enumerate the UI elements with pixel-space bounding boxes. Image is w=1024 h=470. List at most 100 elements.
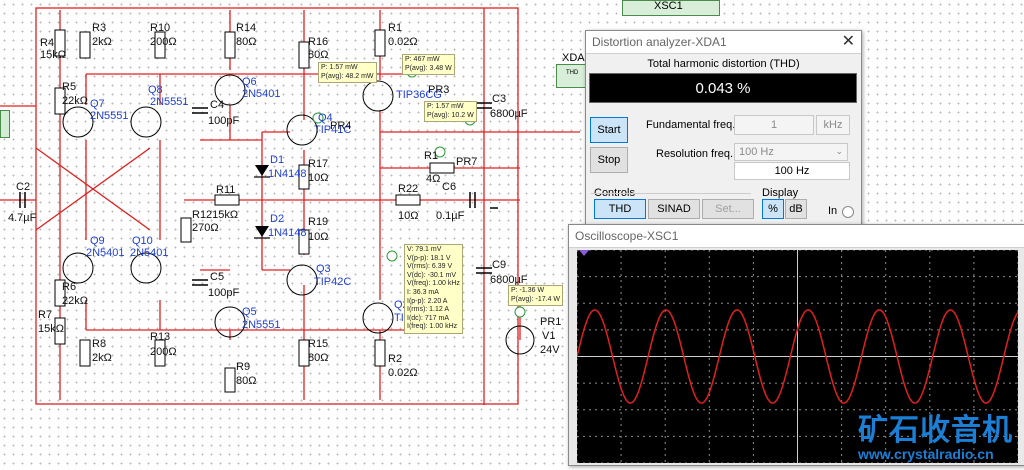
in-terminal-icon[interactable] [842, 206, 854, 218]
fundamental-freq-label: Fundamental freq. [646, 119, 736, 131]
r9-label: R9 [236, 361, 250, 373]
r19-label: R19 [308, 216, 328, 228]
v1-value: 24V [540, 344, 560, 356]
distortion-title: Distortion analyzer-XDA1 [592, 35, 727, 49]
r22-value: 10Ω [398, 210, 418, 222]
r22-label: R22 [398, 183, 418, 195]
q7-label: Q7 [90, 98, 105, 110]
q4-label: Q4 [318, 112, 333, 124]
r9-value: 80Ω [236, 375, 256, 387]
r8-value: 2kΩ [92, 352, 112, 364]
thd-mode-button[interactable]: THD [594, 199, 646, 219]
r10-label: R10 [150, 22, 170, 34]
r2-label: R2 [388, 353, 402, 365]
r1-label: R1 [388, 22, 402, 34]
r14-label: R14 [236, 22, 256, 34]
r6-label: R6 [62, 281, 76, 293]
chevron-down-icon: ⌄ [835, 146, 843, 156]
r16-value: 80Ω [308, 49, 328, 61]
q2-type: TI [394, 312, 404, 324]
trigger-marker-icon[interactable] [579, 250, 589, 256]
q4-type: TIP41C [314, 124, 351, 136]
c4-label: C4 [210, 99, 224, 111]
r14-value: 80Ω [236, 36, 256, 48]
start-button[interactable]: Start [590, 117, 628, 143]
d1-type: 1N4148 [268, 168, 307, 180]
r15-value: 80Ω [308, 352, 328, 364]
c9-label: C9 [492, 259, 506, 271]
resolution-freq-label: Resolution freq. [656, 148, 734, 160]
off-screen-instrument [0, 110, 10, 138]
q3-type: TIP42C [314, 276, 351, 288]
q5-label: Q5 [242, 306, 257, 318]
r13-label: R13 [150, 331, 170, 343]
r10-value: 200Ω [150, 36, 177, 48]
fundamental-freq-input[interactable]: 1 [734, 115, 814, 135]
r8-label: R8 [92, 338, 106, 350]
r13-value: 200Ω [150, 346, 177, 358]
resolution-freq-select[interactable]: 100 Hz ⌄ [734, 143, 848, 161]
oscilloscope-title: Oscilloscope-XSC1 [575, 229, 679, 243]
scope-trace [577, 309, 1018, 404]
r17-label: R17 [308, 158, 328, 170]
r11-label: R11 [216, 184, 235, 196]
xda-thd-label: THD [566, 70, 579, 76]
xsc1-label: XSC1 [654, 0, 683, 12]
sinad-mode-button[interactable]: SINAD [648, 199, 700, 219]
q9-label: Q9 [90, 235, 105, 247]
q3-label: Q3 [316, 263, 331, 275]
r19-value: 10Ω [308, 231, 328, 243]
thd-caption: Total harmonic distortion (THD) [647, 58, 800, 70]
pr7-label: PR7 [456, 156, 477, 168]
d2-label: D2 [270, 213, 284, 225]
r7-value: 15kΩ [38, 323, 64, 335]
display-group-label: Display [762, 187, 799, 199]
r4-value: 15kΩ [40, 49, 66, 61]
q1-type: TIP36CG [396, 89, 442, 101]
distortion-titlebar[interactable]: Distortion analyzer-XDA1 ✕ [586, 31, 861, 54]
pr3-label: PR3 [428, 84, 449, 96]
pr4-label: PR4 [330, 120, 351, 132]
oscilloscope-window[interactable]: Oscilloscope-XSC1 [568, 224, 1024, 466]
oscilloscope-screen[interactable] [577, 250, 1018, 463]
q8-label: Q8 [148, 84, 163, 96]
oscilloscope-titlebar[interactable]: Oscilloscope-XSC1 [569, 225, 1024, 248]
xsc1-instrument-icon[interactable] [622, 0, 720, 16]
rl-value: 4Ω [426, 173, 440, 185]
set-button[interactable]: Set... [702, 199, 754, 219]
db-display-button[interactable]: dB [785, 199, 807, 219]
r7-label: R7 [38, 309, 52, 321]
c2-label: C2 [16, 181, 30, 193]
c9-value: 6800µF [490, 274, 528, 286]
q10-label: Q10 [132, 235, 153, 247]
percent-display-button[interactable]: % [762, 199, 784, 219]
controls-divider [591, 193, 751, 194]
q9-type: 2N5401 [86, 247, 125, 259]
q10-type: 2N5401 [130, 247, 169, 259]
c4-value: 100pF [208, 115, 239, 127]
watermark-url: www.crystalradio.cn [858, 446, 994, 462]
c6-value: 0.1µF [436, 210, 465, 222]
v1-label: V1 [542, 330, 555, 342]
r4-label: R4 [40, 37, 54, 49]
stop-button[interactable]: Stop [590, 147, 628, 173]
pr1-label: PR1 [540, 316, 561, 328]
q7-type: 2N5551 [90, 110, 129, 122]
c3-value: 6800µF [490, 108, 528, 120]
watermark-brand: 矿石收音机 [858, 413, 1013, 448]
thd-readout: 0.043 % [589, 73, 857, 103]
close-icon[interactable]: ✕ [841, 33, 855, 50]
d1-label: D1 [270, 154, 284, 166]
r12-value: 270Ω [192, 222, 219, 234]
q5-type: 2N5551 [242, 319, 281, 331]
r1-value: 0.02Ω [388, 36, 418, 48]
fundamental-freq-unit[interactable]: kHz [816, 115, 850, 135]
distortion-analyzer-window[interactable]: Distortion analyzer-XDA1 ✕ Total harmoni… [585, 30, 862, 228]
r15-label: R15 [308, 338, 328, 350]
in-terminal-label: In [828, 205, 838, 217]
